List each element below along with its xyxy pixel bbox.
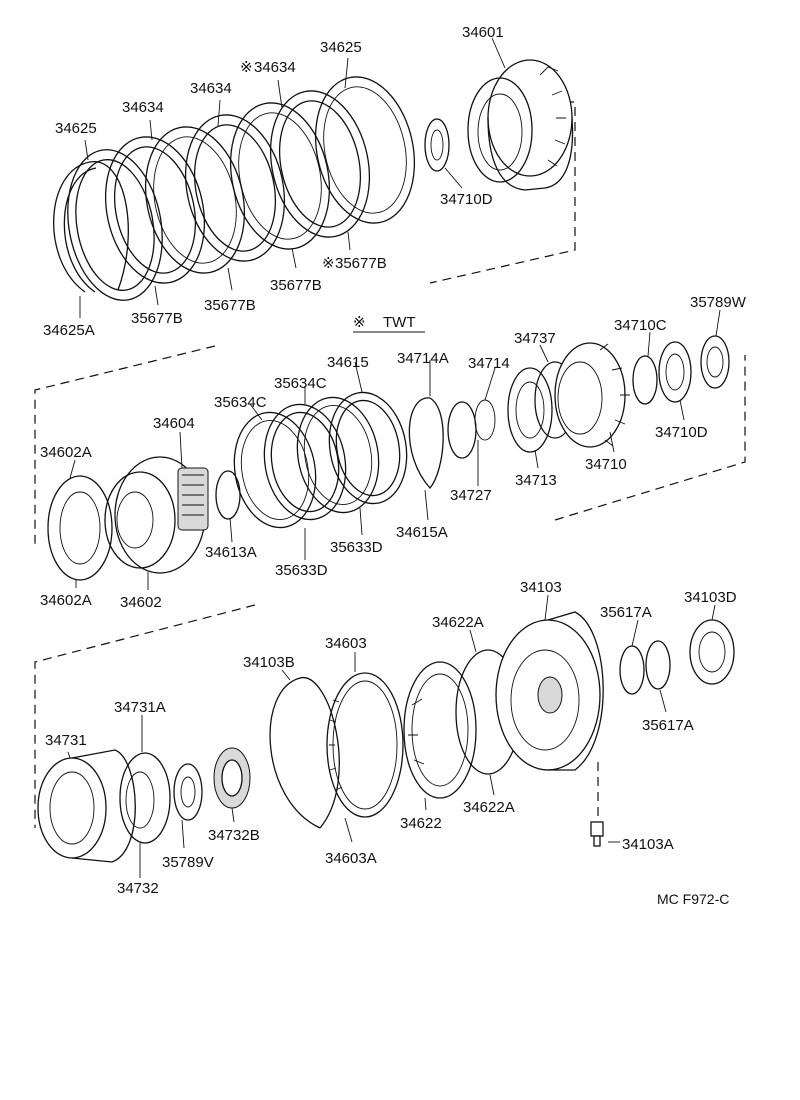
label-35617a-top: 35617A bbox=[600, 604, 652, 621]
label-34622a-bot: 34622A bbox=[463, 799, 515, 816]
drum-34731 bbox=[37, 749, 136, 863]
seal-ring-35617a-b bbox=[645, 640, 671, 690]
piston-34602 bbox=[104, 456, 209, 574]
washer-34710c bbox=[632, 355, 658, 405]
snap-ring-34714a bbox=[408, 397, 444, 489]
label-34710c: 34710C bbox=[614, 317, 667, 334]
label-34713: 34713 bbox=[515, 472, 557, 489]
brake-piston-34622 bbox=[403, 661, 477, 799]
label-35677b-star: 35677B bbox=[335, 255, 387, 272]
brake-band-34603 bbox=[326, 672, 404, 818]
washer-35789v bbox=[173, 763, 203, 821]
leader-lines-middle bbox=[69, 309, 721, 590]
star-35677b: ※ bbox=[322, 255, 335, 272]
hub-34732 bbox=[119, 752, 171, 844]
label-34634-b: 34634 bbox=[122, 99, 164, 116]
washer-34103d bbox=[689, 619, 735, 685]
planetary-carrier-34710 bbox=[554, 342, 630, 448]
thrust-washer-34710d-top bbox=[424, 118, 450, 172]
label-34103a: 34103A bbox=[622, 836, 674, 853]
label-35634c-a: 35634C bbox=[274, 375, 327, 392]
label-34634-a: 34634 bbox=[190, 80, 232, 97]
label-35677b-c: 35677B bbox=[131, 310, 183, 327]
label-34710d-mid: 34710D bbox=[655, 424, 708, 441]
label-34732b: 34732B bbox=[208, 827, 260, 844]
thrust-bearing-34710d bbox=[658, 341, 692, 403]
bearing-34727 bbox=[474, 399, 496, 441]
label-34714a: 34714A bbox=[397, 350, 449, 367]
label-34615a: 34615A bbox=[396, 524, 448, 541]
one-way-clutch-34732b bbox=[213, 747, 251, 809]
label-34601: 34601 bbox=[462, 24, 504, 41]
label-35677b-a: 35677B bbox=[270, 277, 322, 294]
label-35633d-a: 35633D bbox=[330, 539, 383, 556]
ring-34714 bbox=[447, 401, 477, 459]
label-34615: 34615 bbox=[327, 354, 369, 371]
part-labels: 34601 34625 ※ 34634 34634 34634 34625 34… bbox=[40, 24, 747, 907]
label-34625-left: 34625 bbox=[55, 120, 97, 137]
label-35617a-bot: 35617A bbox=[642, 717, 694, 734]
snap-ring-34613a bbox=[215, 470, 241, 520]
label-34622a-top: 34622A bbox=[432, 614, 484, 631]
label-35789w: 35789W bbox=[690, 294, 747, 311]
label-34625a: 34625A bbox=[43, 322, 95, 339]
leader-lines-bottom bbox=[67, 594, 716, 878]
washer-35789w bbox=[700, 335, 730, 389]
label-34710: 34710 bbox=[585, 456, 627, 473]
label-34602a-bot: 34602A bbox=[40, 592, 92, 609]
clutch-plate-stack-middle bbox=[233, 391, 408, 529]
label-34732: 34732 bbox=[117, 880, 159, 897]
label-34737: 34737 bbox=[514, 330, 556, 347]
top-clutch-assembly bbox=[53, 37, 576, 318]
label-34731a: 34731A bbox=[114, 699, 166, 716]
label-34103d: 34103D bbox=[684, 589, 737, 606]
label-34727: 34727 bbox=[450, 487, 492, 504]
label-34603: 34603 bbox=[325, 635, 367, 652]
label-34103: 34103 bbox=[520, 579, 562, 596]
figure-code: MC F972-C bbox=[657, 891, 729, 907]
label-34602a-top: 34602A bbox=[40, 444, 92, 461]
bottom-brake-assembly bbox=[34, 594, 735, 878]
label-34634-star: 34634 bbox=[254, 59, 296, 76]
snap-ring-34103b bbox=[269, 677, 340, 829]
clutch-plate-stack-top bbox=[67, 76, 416, 301]
case-34103 bbox=[495, 611, 604, 771]
label-34714: 34714 bbox=[468, 355, 510, 372]
label-35634c-b: 35634C bbox=[214, 394, 267, 411]
label-34602: 34602 bbox=[120, 594, 162, 611]
label-34625-top: 34625 bbox=[320, 39, 362, 56]
star-twt: ※ bbox=[353, 314, 366, 331]
snap-ring-34625a bbox=[53, 161, 129, 293]
leader-lines-top bbox=[79, 37, 506, 318]
label-35789v: 35789V bbox=[162, 854, 214, 871]
twt-note: TWT bbox=[383, 314, 415, 331]
label-34622: 34622 bbox=[400, 815, 442, 832]
bolt-34103a bbox=[590, 821, 620, 847]
label-34710d-top: 34710D bbox=[440, 191, 493, 208]
label-35633d-b: 35633D bbox=[275, 562, 328, 579]
label-34604: 34604 bbox=[153, 415, 195, 432]
washer-34602a bbox=[47, 475, 113, 581]
label-35677b-b: 35677B bbox=[204, 297, 256, 314]
label-34731: 34731 bbox=[45, 732, 87, 749]
star-34634: ※ bbox=[240, 59, 253, 76]
seal-ring-35617a-a bbox=[619, 645, 645, 695]
clutch-drum-34601 bbox=[467, 59, 574, 191]
label-34603a: 34603A bbox=[325, 850, 377, 867]
label-34103b: 34103B bbox=[243, 654, 295, 671]
gear-34713 bbox=[507, 367, 553, 453]
label-34613a: 34613A bbox=[205, 544, 257, 561]
middle-clutch-assembly bbox=[34, 309, 746, 590]
